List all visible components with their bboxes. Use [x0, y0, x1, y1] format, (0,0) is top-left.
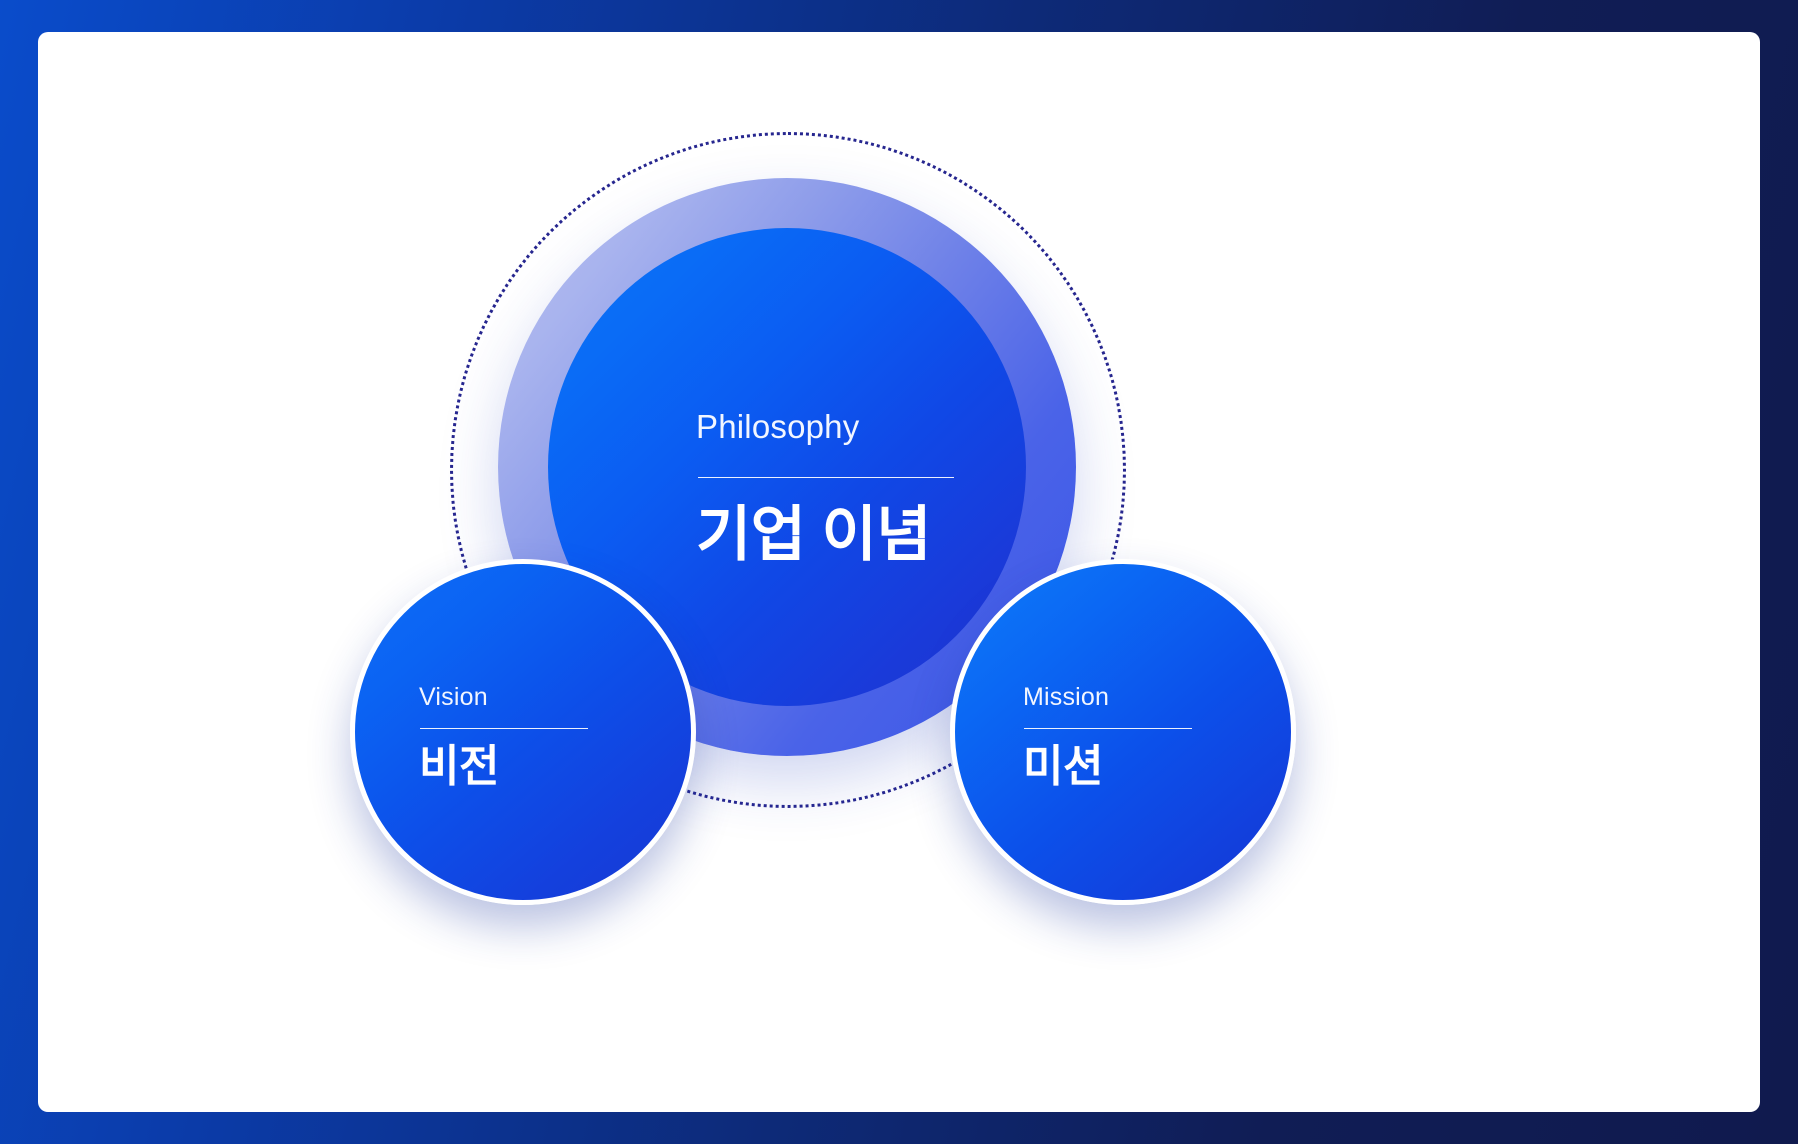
mission-divider-rule [1024, 728, 1192, 729]
philosophy-eyebrow-label: Philosophy [696, 408, 860, 445]
vision-eyebrow-label: Vision [419, 683, 488, 711]
mission-node[interactable] [950, 559, 1296, 905]
mission-text-block: Mission 미션 [1023, 682, 1192, 793]
philosophy-headline: 기업 이념 [696, 501, 931, 568]
diagram-stage: Philosophy 기업 이념 Vision 비전 Mission 미션 [38, 32, 1760, 1112]
mission-headline: 미션 [1023, 742, 1103, 791]
philosophy-divider-rule [698, 477, 954, 478]
philosophy-text-block: Philosophy 기업 이념 [696, 407, 954, 570]
vision-headline: 비전 [419, 742, 499, 791]
mission-eyebrow-label: Mission [1023, 683, 1110, 711]
slide-card: Philosophy 기업 이념 Vision 비전 Mission 미션 [38, 32, 1760, 1112]
vision-divider-rule [420, 728, 588, 729]
vision-text-block: Vision 비전 [419, 682, 588, 793]
dotted-orbit-circle [450, 132, 1126, 808]
vision-node[interactable] [350, 559, 696, 905]
